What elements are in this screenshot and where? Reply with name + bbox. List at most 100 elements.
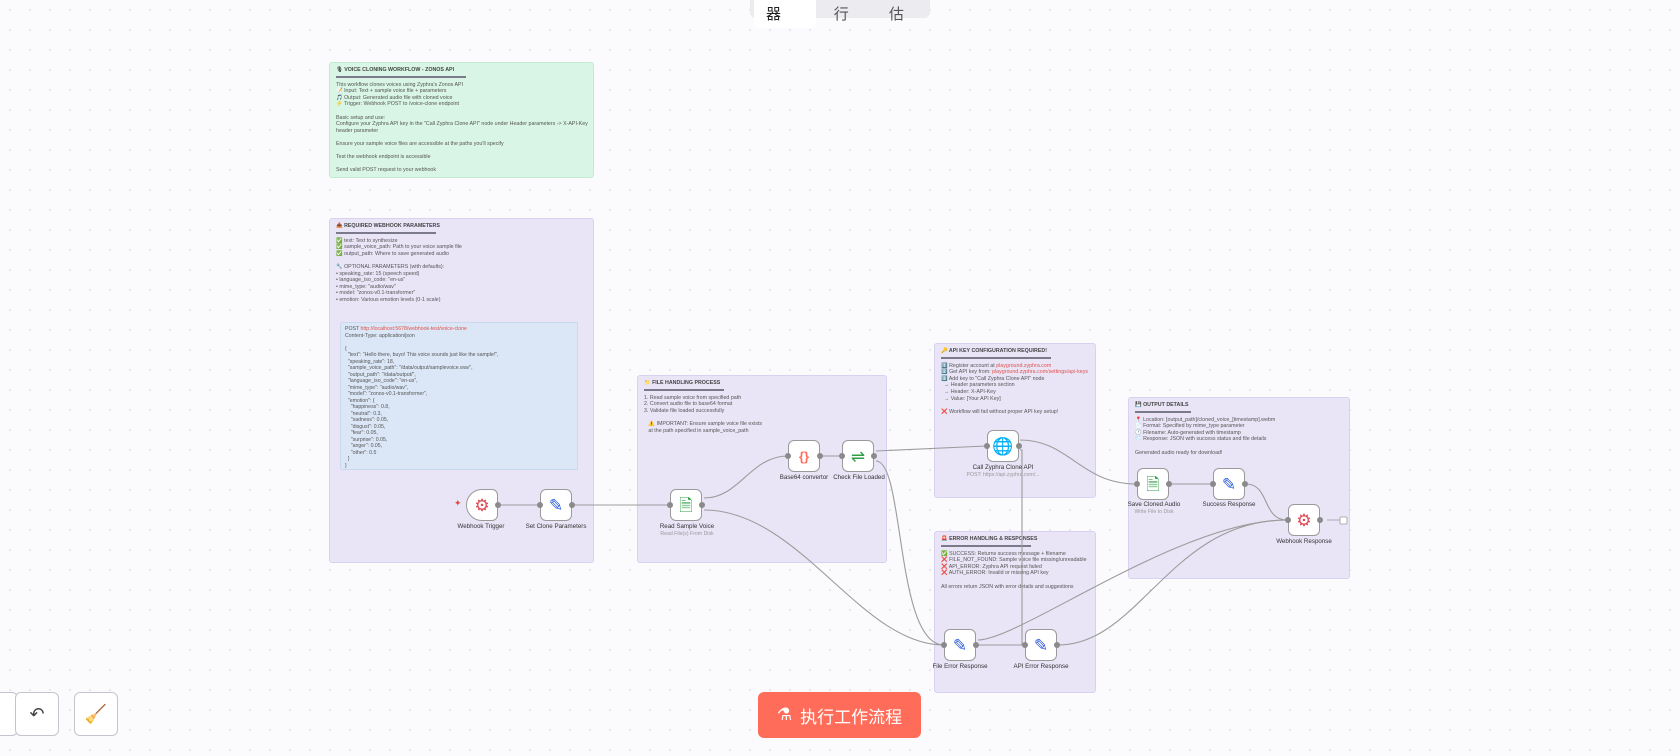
tab-editor[interactable]: 编辑器 xyxy=(754,0,816,28)
output-handle[interactable] xyxy=(817,453,823,459)
text-line: 📝 Input: Text + sample voice file + para… xyxy=(336,88,447,95)
text-line: → Header parameters section xyxy=(941,382,1015,389)
text-line: 🎵 Output: Generated audio file with clon… xyxy=(336,94,453,101)
output-handle[interactable] xyxy=(569,502,575,508)
execute-workflow-button[interactable]: ⚗ 执行工作流程 xyxy=(758,692,921,738)
zyphra-playground-link[interactable]: playground.zyphra.com xyxy=(996,362,1052,369)
node-file-error-response[interactable]: ✎ xyxy=(941,629,979,661)
text-line: "output_path": "/data/output/", xyxy=(345,371,416,378)
input-handle[interactable] xyxy=(537,502,543,508)
input-handle[interactable] xyxy=(839,453,845,459)
text-line: 3️⃣ Add key to "Call Zyphra Clone API" n… xyxy=(941,375,1045,382)
sticky-error-handling[interactable]: 🚨 ERROR HANDLING & RESPONSES ✅ SUCCESS: … xyxy=(934,531,1096,693)
node-webhook-response[interactable]: ⚙ xyxy=(1285,504,1323,536)
node-label-set-clone-parameters: Set Clone Parameters xyxy=(525,523,587,530)
output-handle[interactable] xyxy=(1317,517,1323,523)
sticky-file-handling[interactable]: 📁 FILE HANDLING PROCESS 1. Read sample v… xyxy=(637,375,887,563)
text-line: 1. Read sample voice from specified path xyxy=(644,394,742,401)
text-line: • mime_type: "audio/wav" xyxy=(336,283,396,290)
sticky-error-body: ✅ SUCCESS: Returns success message + fil… xyxy=(941,551,1089,591)
text-line: Test the webhook endpoint is accessible xyxy=(336,154,431,161)
edge-api-error-to-webhook xyxy=(1057,519,1288,646)
code-url-link[interactable]: http://localhost:5678/webhook-test/voice… xyxy=(360,326,467,332)
text-line: 📄 Format: Specified by mime_type paramet… xyxy=(1135,423,1245,430)
pencil-icon: ✎ xyxy=(952,635,968,655)
text-line: "anger": 0.05, xyxy=(345,443,383,449)
output-handle[interactable] xyxy=(495,502,501,508)
node-call-zyphra-clone-api[interactable]: 🌐 xyxy=(984,430,1022,462)
text-line: "neutral": 0.3, xyxy=(345,410,382,417)
input-handle[interactable] xyxy=(984,443,990,449)
execute-workflow-label: 执行工作流程 xyxy=(800,707,903,727)
node-base64-convertor[interactable]: {} xyxy=(785,440,823,472)
tab-evaluations[interactable]: 评估 xyxy=(888,0,904,23)
node-webhook-trigger[interactable]: ⚙ xyxy=(466,489,501,521)
request-example-code: POST http://localhost:5678/webhook-test/… xyxy=(340,322,578,470)
text-line: "other": 0.5 xyxy=(345,449,377,456)
node-check-file-loaded[interactable]: ⇌ xyxy=(839,440,877,472)
text-line: • language_iso_code: "en-us" xyxy=(336,277,406,284)
sticky-underline xyxy=(941,544,1031,547)
webhook-response-add-button[interactable] xyxy=(1339,516,1348,525)
text-line: 🕐 Filename: Auto-generated with timestam… xyxy=(1135,429,1241,436)
text-line: 2. Convert audio file to base64 format xyxy=(644,401,733,408)
signpost-icon: ⇌ xyxy=(850,446,866,466)
output-handle[interactable] xyxy=(1016,443,1022,449)
node-read-sample-voice[interactable]: 🗎 xyxy=(667,489,705,521)
text-line: ✅ SUCCESS: Returns success message + fil… xyxy=(941,550,1066,557)
node-label-read-sample-voice: Read Sample Voice xyxy=(659,523,715,530)
input-handle[interactable] xyxy=(1285,517,1291,523)
tab-executions[interactable]: 执行 xyxy=(833,0,849,23)
node-save-cloned-audio[interactable]: 🗎 xyxy=(1134,468,1172,500)
sticky-intro[interactable]: 🎙 VOICE CLONING WORKFLOW - ZONOS API Thi… xyxy=(329,62,594,178)
output-handle[interactable] xyxy=(699,502,705,508)
edge-check-to-call xyxy=(875,445,987,452)
code-braces-icon: {} xyxy=(798,448,810,464)
output-handle[interactable] xyxy=(1166,481,1172,487)
edge-read-to-base64 xyxy=(703,455,789,499)
text-line: "sample_voice_path": "/data/output/sampl… xyxy=(345,365,473,371)
input-handle[interactable] xyxy=(1022,642,1028,648)
input-handle[interactable] xyxy=(785,453,791,459)
text-line: Generated audio ready for download! xyxy=(1135,449,1223,456)
node-subtitle-read-sample-voice: Read File(s) From Disk xyxy=(660,531,714,537)
text-line: } xyxy=(345,462,347,469)
text-line: ✅ text: Text to synthesize xyxy=(336,237,398,244)
text-line: "mime_type": "audio/wav", xyxy=(345,384,409,391)
text-line: } xyxy=(345,456,350,462)
node-label-api-error-response: API Error Response xyxy=(1013,663,1069,670)
text-line: "model": "zonos-v0.1-transformer", xyxy=(345,391,428,397)
node-success-response[interactable]: ✎ xyxy=(1210,468,1248,500)
text-line: ✅ output_path: Where to save generated a… xyxy=(336,250,449,257)
node-label-base64-convertor: Base64 convertor xyxy=(779,474,829,481)
input-handle[interactable] xyxy=(667,502,673,508)
sticky-intro-title: 🎙 VOICE CLONING WORKFLOW - ZONOS API xyxy=(336,67,455,73)
view-tabs: 编辑器 执行 评估 xyxy=(750,0,930,28)
sticky-intro-body: This workflow clones voices using Zyphra… xyxy=(336,82,588,174)
pencil-icon: ✎ xyxy=(1221,474,1237,494)
output-handle[interactable] xyxy=(1242,481,1248,487)
node-label-save-cloned-audio: Save Cloned Audio xyxy=(1127,501,1181,508)
sticky-apikey-title: 🔑 API KEY CONFIGURATION REQUIRED! xyxy=(941,348,1047,354)
clear-execution-button[interactable]: 🧹 xyxy=(74,692,118,736)
sticky-params-title: 📥 REQUIRED WEBHOOK PARAMETERS xyxy=(336,223,440,229)
node-label-call-zyphra-clone-api: Call Zyphra Clone API xyxy=(972,464,1034,471)
sticky-error-title: 🚨 ERROR HANDLING & RESPONSES xyxy=(941,536,1038,542)
output-handle[interactable] xyxy=(973,642,979,648)
webhook-icon: ⚙ xyxy=(474,495,490,515)
node-label-webhook-trigger: Webhook Trigger xyxy=(457,523,505,530)
zyphra-api-keys-link[interactable]: playground.zyphra.com/settings/api-keys xyxy=(992,369,1089,376)
input-handle[interactable] xyxy=(1210,481,1216,487)
output-handle[interactable] xyxy=(1054,642,1060,648)
node-set-clone-parameters[interactable]: ✎ xyxy=(537,489,575,521)
node-api-error-response[interactable]: ✎ xyxy=(1022,629,1060,661)
text-line: "sadness": 0.05, xyxy=(345,417,389,423)
input-handle[interactable] xyxy=(1134,481,1140,487)
text-line: Send valid POST request to your webhook xyxy=(336,167,437,174)
text-line: ❌ FILE_NOT_FOUND: Sample voice file miss… xyxy=(941,557,1087,564)
sticky-underline xyxy=(1135,410,1191,413)
input-handle[interactable] xyxy=(941,642,947,648)
sticky-api-key[interactable]: 🔑 API KEY CONFIGURATION REQUIRED! 1️⃣ Re… xyxy=(934,343,1096,498)
output-handle[interactable] xyxy=(871,453,877,459)
undo-button[interactable]: ↶ xyxy=(15,692,59,736)
